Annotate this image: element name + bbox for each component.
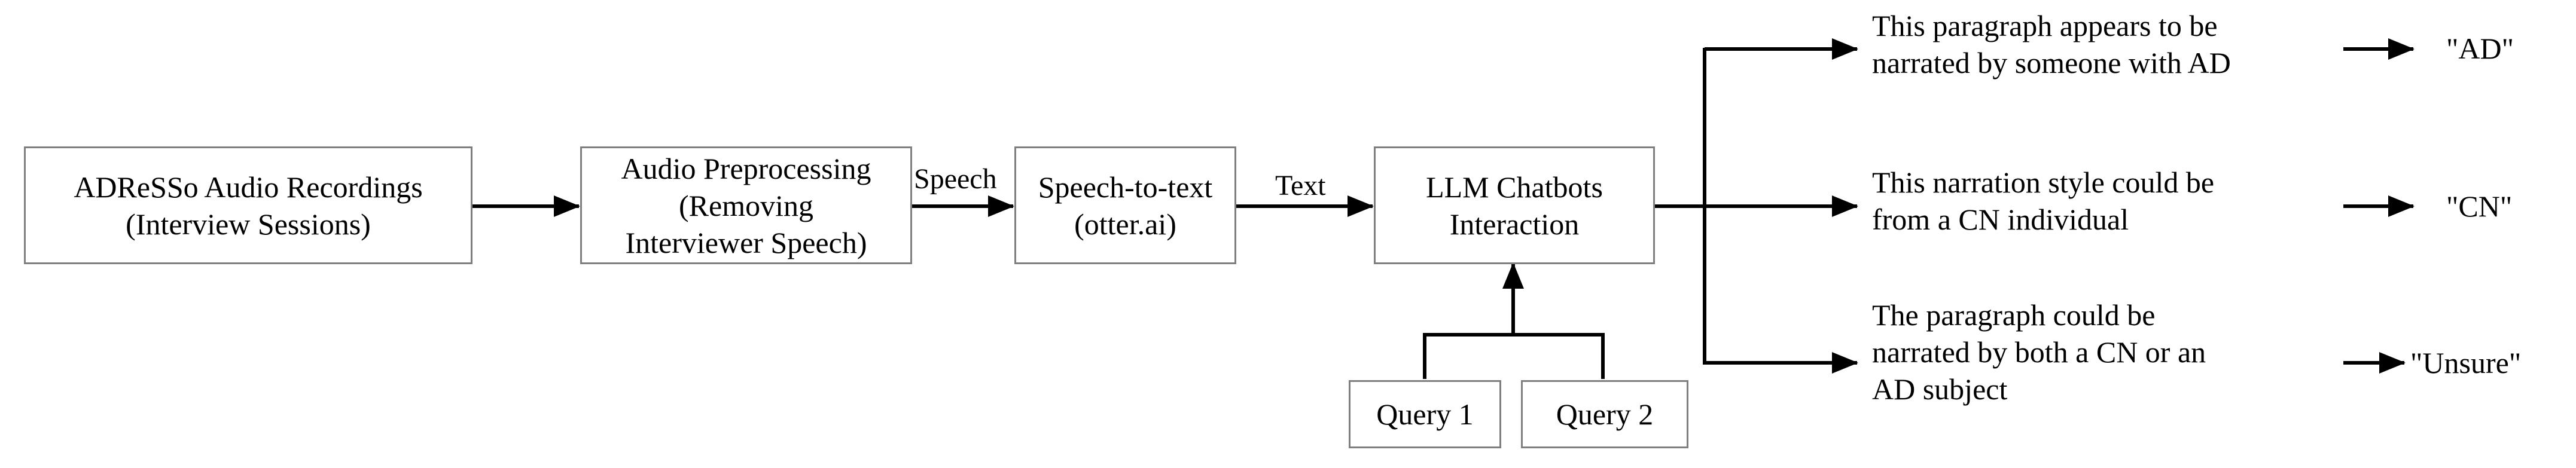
audio-preprocessing-line3: Interviewer Speech) — [625, 225, 867, 259]
edge-label-text: Text — [1275, 170, 1326, 201]
response-ad-text: This paragraph appears to be narrated by… — [1872, 7, 2231, 81]
llm-interaction-line1: LLM Chatbots — [1426, 170, 1603, 204]
response-cn-line2: from a CN individual — [1872, 203, 2129, 236]
audio-recordings-box: ADReSSo Audio Recordings (Interview Sess… — [24, 146, 472, 264]
response-ad-line1: This paragraph appears to be — [1872, 9, 2218, 42]
speech-to-text-line2: (otter.ai) — [1074, 207, 1176, 241]
llm-interaction-box: LLM Chatbots Interaction — [1374, 146, 1655, 264]
audio-recordings-line2: (Interview Sessions) — [126, 207, 371, 241]
response-ad-line2: narrated by someone with AD — [1872, 46, 2231, 79]
response-unsure-text: The paragraph could be narrated by both … — [1872, 296, 2206, 408]
response-unsure-line3: AD subject — [1872, 372, 2008, 406]
label-cn: "CN" — [2446, 189, 2513, 223]
audio-preprocessing-line1: Audio Preprocessing — [621, 151, 871, 185]
llm-interaction-line2: Interaction — [1449, 207, 1580, 241]
speech-to-text-line1: Speech-to-text — [1038, 170, 1213, 204]
query2-box: Query 2 — [1521, 380, 1688, 448]
audio-recordings-line1: ADReSSo Audio Recordings — [74, 170, 423, 204]
edge-label-speech: Speech — [914, 163, 997, 195]
response-cn-line1: This narration style could be — [1872, 166, 2215, 199]
response-unsure-line2: narrated by both a CN or an — [1872, 335, 2206, 369]
speech-to-text-box: Speech-to-text (otter.ai) — [1014, 146, 1236, 264]
response-cn-text: This narration style could be from a CN … — [1872, 164, 2214, 238]
label-unsure: "Unsure" — [2410, 346, 2522, 380]
response-unsure-line1: The paragraph could be — [1872, 298, 2156, 332]
label-ad: "AD" — [2446, 32, 2514, 65]
query1-box: Query 1 — [1349, 380, 1501, 448]
query1-label: Query 1 — [1376, 397, 1474, 431]
query2-label: Query 2 — [1556, 397, 1654, 431]
audio-preprocessing-box: Audio Preprocessing (Removing Interviewe… — [580, 146, 912, 264]
audio-preprocessing-line2: (Removing — [679, 188, 813, 222]
